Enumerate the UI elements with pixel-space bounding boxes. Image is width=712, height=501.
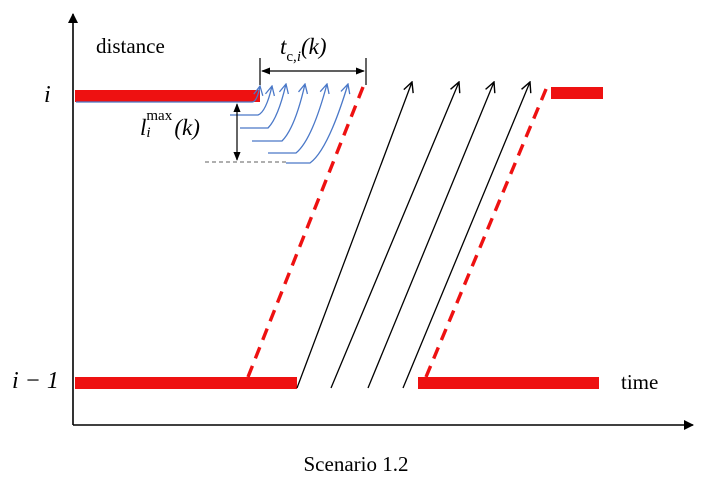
vehicle-trajectory: [296, 82, 412, 389]
tc-annotation: tc,i(k): [280, 34, 327, 65]
vehicle-trajectory: [402, 82, 530, 389]
lmax-superscript: max: [146, 108, 173, 124]
x-axis-label: time: [621, 370, 659, 394]
y-axis-label: distance: [96, 34, 165, 58]
tc-sub-i: i: [296, 49, 301, 65]
tc-sub-c: c,: [286, 49, 297, 65]
tc-argument: (k): [300, 34, 327, 59]
queue-curve: [240, 84, 286, 129]
vehicle-trajectory: [330, 82, 459, 389]
tc-base: t: [280, 34, 287, 59]
lmax-argument: (k): [174, 115, 200, 140]
vehicle-trajectory: [367, 82, 494, 389]
queue-curve: [76, 86, 260, 103]
tc-subscript: c,i: [286, 49, 301, 65]
queue-curve: [252, 84, 305, 142]
queue-curve: [268, 84, 327, 154]
queue-curve: [286, 84, 348, 164]
figure-caption: Scenario 1.2: [303, 452, 409, 476]
queue-curve: [230, 86, 272, 116]
dashed-trajectory-last: [424, 81, 551, 378]
lmax-subscript: i: [146, 125, 151, 141]
upper-intersection-label: i: [44, 82, 51, 108]
queue-discharge-curves: [76, 84, 348, 164]
dashed-trajectory-first: [246, 81, 367, 378]
lower-intersection-label: i − 1: [12, 368, 59, 394]
lmax-base: l: [140, 115, 147, 140]
